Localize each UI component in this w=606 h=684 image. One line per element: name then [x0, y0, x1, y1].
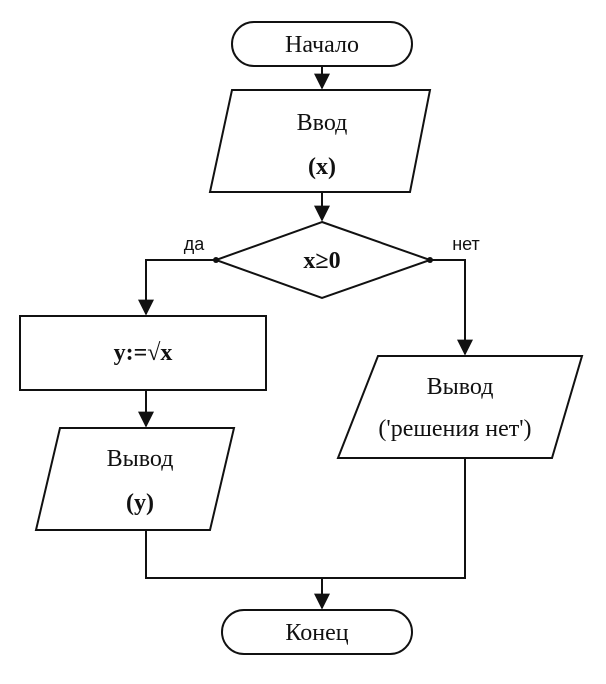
input-x-block: Ввод (x) — [208, 89, 432, 193]
end-terminator: Конец — [221, 609, 413, 655]
assign-block: y:=√x — [19, 315, 267, 391]
output-y-block: Вывод (y) — [34, 427, 236, 531]
assign-label: y:=√x — [114, 340, 173, 366]
arrow-condition-no — [430, 259, 473, 356]
input-x-arg: (x) — [308, 154, 336, 180]
output-none-arg: ('решения нет') — [378, 416, 531, 442]
connectors — [138, 66, 473, 610]
output-y-label: Вывод — [107, 446, 174, 472]
start-terminator: Начало — [231, 21, 413, 67]
start-label: Начало — [285, 32, 359, 58]
arrow-condition-yes — [138, 259, 216, 316]
condition-no-label: нет — [452, 234, 480, 254]
condition-label: x≥0 — [303, 248, 340, 274]
end-label: Конец — [285, 620, 348, 646]
condition-yes-label: да — [184, 234, 206, 254]
output-none-label: Вывод — [427, 374, 494, 400]
output-y-arg: (y) — [126, 490, 154, 516]
merge-line — [145, 458, 466, 579]
output-none-block: Вывод ('решения нет') — [336, 355, 584, 459]
condition-block: x≥0 да нет — [184, 220, 480, 300]
input-x-label: Ввод — [297, 110, 348, 136]
